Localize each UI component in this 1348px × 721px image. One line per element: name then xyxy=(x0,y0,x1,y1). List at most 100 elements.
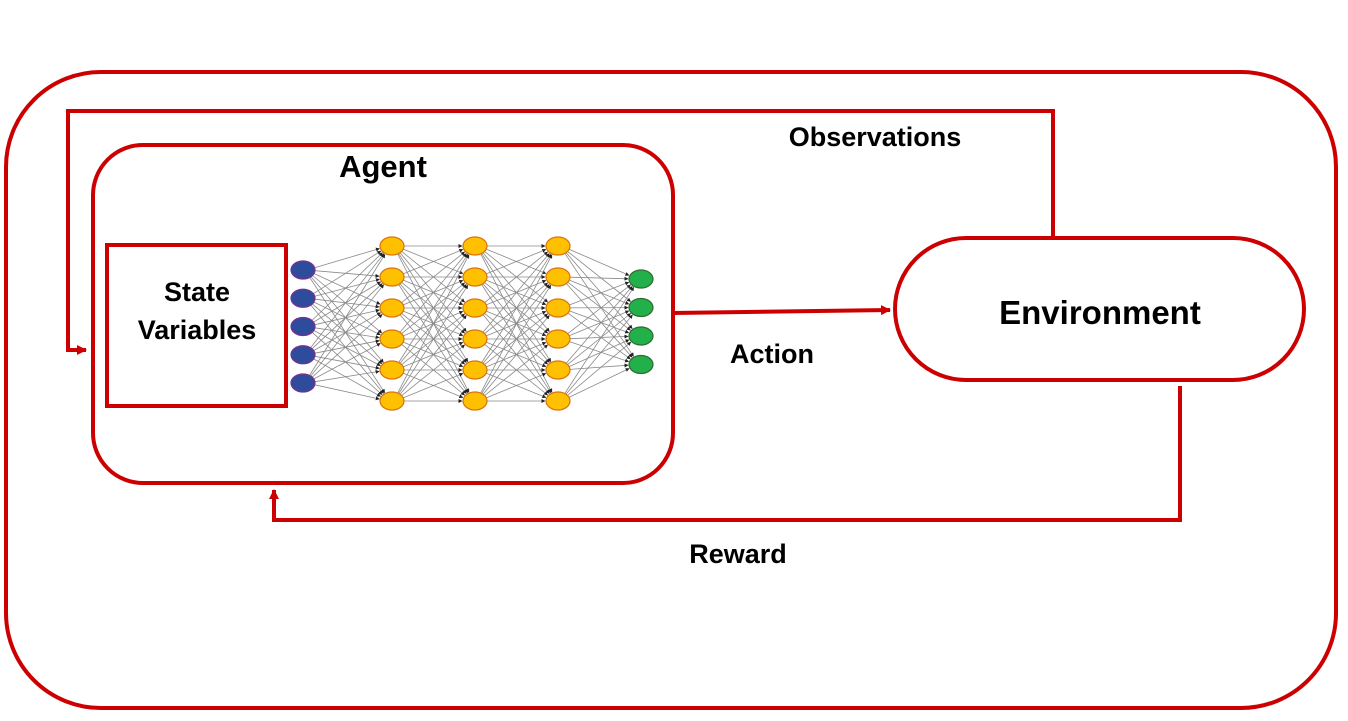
network-edge xyxy=(484,251,548,303)
network-node xyxy=(545,298,571,318)
network-edge xyxy=(569,310,630,334)
network-edge xyxy=(314,369,380,383)
network-edge xyxy=(569,334,629,340)
network-edge xyxy=(397,254,470,394)
network-edge xyxy=(567,284,631,335)
network-edge xyxy=(482,253,550,333)
network-edge xyxy=(482,315,550,395)
network-edge xyxy=(564,286,635,394)
network-edges xyxy=(309,244,635,403)
network-edge xyxy=(569,276,629,281)
observations-label: Observations xyxy=(789,122,962,152)
network-edge xyxy=(314,355,380,370)
network-edge xyxy=(310,304,384,394)
network-node xyxy=(545,267,571,287)
network-node xyxy=(545,329,571,349)
network-edge xyxy=(313,312,381,351)
network-edge xyxy=(310,253,385,349)
network-node xyxy=(379,391,405,411)
network-edge xyxy=(403,372,464,399)
state-label-line1: State xyxy=(164,277,230,307)
network-edge xyxy=(314,298,380,309)
network-node xyxy=(290,260,316,280)
network-edge xyxy=(401,344,465,396)
network-edge xyxy=(569,281,630,306)
network-node xyxy=(462,360,488,380)
network-edge xyxy=(566,283,633,358)
network-edge xyxy=(312,275,383,334)
network-edge xyxy=(313,273,381,305)
network-edge xyxy=(567,313,631,365)
action-label: Action xyxy=(730,339,814,369)
network-edge xyxy=(314,270,380,278)
network-node xyxy=(545,236,571,256)
network-edge xyxy=(486,372,547,399)
agent-label: Agent xyxy=(339,149,427,184)
network-edge xyxy=(314,384,380,401)
network-edge xyxy=(398,253,469,363)
network-edge xyxy=(480,254,553,394)
network-edge xyxy=(565,252,633,329)
network-edge xyxy=(481,253,552,363)
network-node xyxy=(290,373,316,393)
network-edge xyxy=(484,344,548,396)
network-edge xyxy=(569,341,630,363)
network-edge xyxy=(569,363,629,370)
environment-box xyxy=(893,236,1306,382)
network-edge xyxy=(311,283,383,350)
network-edge xyxy=(569,279,630,305)
state-variables-box xyxy=(105,243,288,408)
network-node xyxy=(628,354,654,375)
network-edge xyxy=(398,284,469,394)
action-arrow xyxy=(672,305,891,316)
network-edge xyxy=(565,314,633,395)
network-node xyxy=(628,297,654,318)
network-edge xyxy=(481,284,552,394)
network-edge xyxy=(313,358,381,397)
neural-network xyxy=(290,236,654,411)
observations-arrow xyxy=(66,109,1055,355)
network-node xyxy=(462,391,488,411)
network-edge xyxy=(310,284,384,377)
network-edge xyxy=(313,281,382,323)
network-edge xyxy=(567,341,632,396)
network-edge xyxy=(314,339,380,354)
network-edge xyxy=(403,248,464,275)
network-edge xyxy=(314,247,380,269)
reward-label: Reward xyxy=(689,539,787,569)
network-node xyxy=(462,267,488,287)
network-edge xyxy=(312,303,383,365)
network-edge xyxy=(314,327,380,340)
network-edge xyxy=(569,310,630,337)
network-edge xyxy=(569,248,630,276)
network-edge xyxy=(314,278,380,297)
network-edge xyxy=(399,315,467,395)
network-edge xyxy=(486,248,547,275)
network-node xyxy=(290,316,316,337)
network-node xyxy=(462,298,488,318)
network-node xyxy=(290,345,316,365)
network-edge xyxy=(568,368,630,398)
agent-box xyxy=(91,143,675,485)
state-label-line2: Variables xyxy=(138,315,257,345)
reward-arrow xyxy=(269,386,1182,522)
network-edge xyxy=(311,332,383,395)
network-edge xyxy=(314,308,380,326)
network-edge xyxy=(311,314,383,378)
network-node xyxy=(290,288,316,308)
network-edge xyxy=(313,343,381,380)
network-edge xyxy=(399,253,467,333)
network-node xyxy=(462,329,488,349)
network-edge xyxy=(309,277,386,394)
network-edge xyxy=(568,339,630,367)
network-node xyxy=(379,267,405,287)
environment-label: Environment xyxy=(999,294,1201,331)
network-node xyxy=(379,236,405,256)
network-node xyxy=(628,269,654,289)
network-edge xyxy=(309,253,386,376)
network-node xyxy=(379,329,405,349)
outer-frame xyxy=(4,70,1338,710)
network-node xyxy=(545,391,571,411)
network-edge xyxy=(311,252,383,321)
